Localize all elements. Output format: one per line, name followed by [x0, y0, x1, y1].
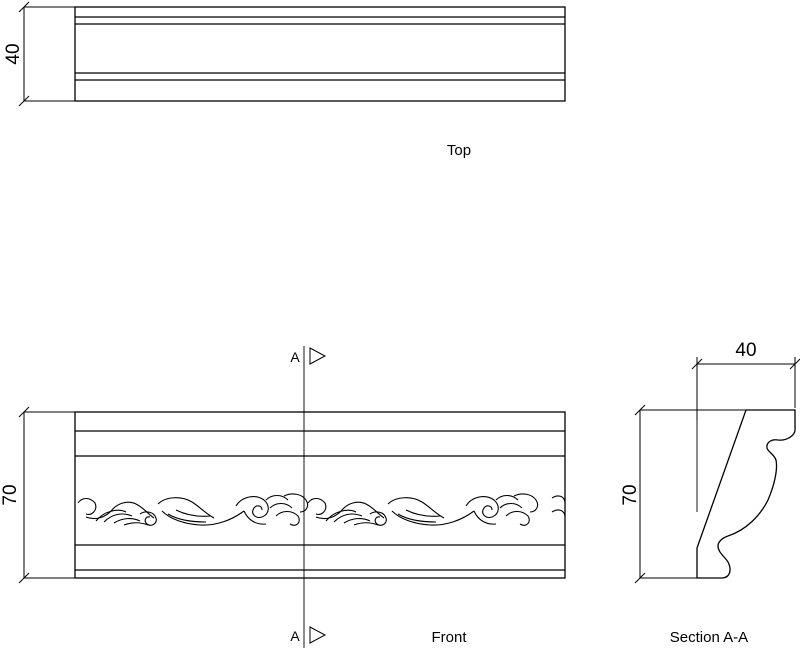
ornament-motif-2 — [307, 493, 539, 526]
top-dimension-40 — [18, 1, 75, 107]
section-height-label: 70 — [620, 484, 641, 505]
front-view-caption: Front — [431, 629, 467, 646]
section-mark-bottom: A — [290, 628, 300, 644]
section-arrow-top — [309, 347, 327, 365]
top-dimension-label: 40 — [3, 43, 24, 64]
top-view-caption: Top — [447, 142, 471, 159]
top-view — [74, 6, 566, 102]
top-view-outline — [74, 6, 566, 102]
section-view-caption: Section A-A — [670, 629, 748, 646]
section-profile — [696, 409, 796, 579]
front-dimension-70 — [18, 406, 75, 584]
ornament-end-cap — [551, 495, 566, 517]
front-dimension-label: 70 — [0, 484, 21, 505]
section-arrow-bottom — [309, 626, 327, 644]
front-view — [74, 411, 566, 579]
acanthus-ornament — [77, 493, 566, 526]
ornament-motif-1 — [77, 493, 309, 526]
section-dimension-70 — [634, 404, 746, 584]
front-view-outline — [74, 411, 566, 579]
section-mark-top: A — [290, 349, 300, 365]
section-width-label: 40 — [735, 340, 756, 361]
